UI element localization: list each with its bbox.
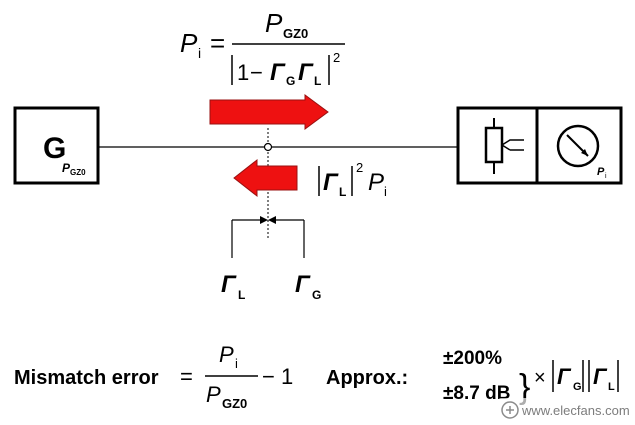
mismatch-label: Mismatch error <box>14 367 159 389</box>
approx-brace: } <box>519 368 530 406</box>
formula-den-one: 1 <box>237 60 249 85</box>
reflected-p: P <box>368 169 384 196</box>
approx-gamma-l-sub: L <box>608 381 615 393</box>
reflected-p-sub: i <box>384 184 387 199</box>
mismatch-num-p: P <box>219 342 234 367</box>
mismatch-minus-one: − 1 <box>262 364 293 389</box>
generator-block: G P GZ0 <box>13 106 100 185</box>
mismatch-den-p: P <box>206 382 221 407</box>
formula-equals: = <box>210 28 225 58</box>
approx-times: × <box>534 367 546 389</box>
formula-den-gamma-g-sub: G <box>286 74 295 88</box>
mismatch-equals: = <box>180 364 193 389</box>
formula-den-exp: 2 <box>333 50 340 65</box>
generator-box <box>13 106 100 185</box>
meter-needle-tip-icon <box>581 149 588 156</box>
reference-plane-node <box>263 142 273 152</box>
approx-gamma-g: Γ <box>557 364 572 389</box>
reflected-gamma-sub: L <box>339 185 346 199</box>
reflection-coefficient-bracket: Γ L Γ G <box>221 216 321 302</box>
reflected-wave-arrow <box>233 158 298 198</box>
bracket-right-arrowhead <box>268 216 276 224</box>
watermark-logo-icon <box>501 401 519 419</box>
reflected-power-label: Γ L 2 P i <box>318 160 387 199</box>
watermark-logo-cross-icon <box>506 406 514 414</box>
mismatch-den-sub: GZ0 <box>222 396 247 411</box>
mismatch-num-sub: i <box>235 356 238 371</box>
gamma-l-sub: L <box>238 288 245 302</box>
approx-percent: ±200% <box>443 348 502 369</box>
approx-db: ±8.7 dB <box>443 383 510 404</box>
forward-wave-arrow <box>209 94 329 130</box>
formula-lhs-p: P <box>180 28 198 58</box>
watermark: www.elecfans.com <box>498 398 634 420</box>
gamma-l-label: Γ <box>221 271 237 298</box>
generator-letter: G <box>43 132 66 165</box>
formula-den-gamma-g: Γ <box>270 59 286 86</box>
approx-gamma-l: Γ <box>593 364 608 389</box>
bracket-left-arrowhead <box>260 216 268 224</box>
gamma-g-sub: G <box>312 288 321 302</box>
watermark-text: www.elecfans.com <box>521 403 630 418</box>
mismatch-error-formula: Mismatch error = P i P GZ0 − 1 Approx.: … <box>14 342 619 411</box>
reflected-gamma: Γ <box>323 169 339 196</box>
formula-num-sub: GZ0 <box>283 26 308 41</box>
meter-power-sub: i <box>605 173 607 180</box>
meter-power-p: P <box>597 166 605 178</box>
generator-power-sub: GZ0 <box>70 168 86 177</box>
sensor-resistor-icon <box>484 126 504 164</box>
formula-pi: P i = P GZ0 1 − Γ G Γ L 2 <box>180 8 345 88</box>
gamma-g-label: Γ <box>295 271 311 298</box>
watermark-bg <box>498 398 634 420</box>
formula-den-gamma-l: Γ <box>298 59 314 86</box>
formula-den-gamma-l-sub: L <box>314 74 321 88</box>
formula-lhs-sub: i <box>198 45 201 61</box>
formula-den-minus: − <box>250 60 263 85</box>
approx-gamma-g-sub: G <box>573 381 582 393</box>
formula-num-p: P <box>265 8 283 38</box>
generator-power-p: P <box>62 161 71 175</box>
power-sensor-meter: P i <box>456 106 623 185</box>
approx-label: Approx.: <box>326 367 408 389</box>
sensor-heat-icon <box>501 139 524 151</box>
reflected-exp: 2 <box>356 160 363 175</box>
